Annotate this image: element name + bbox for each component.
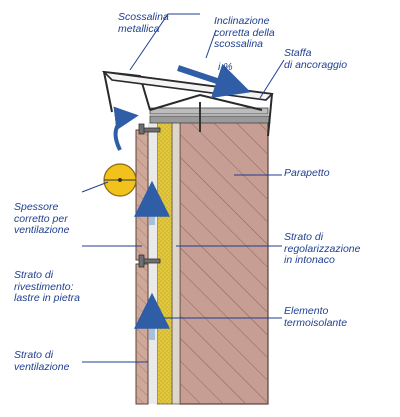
flashing-body — [101, 70, 274, 101]
plaster-layer — [171, 121, 181, 405]
anchor-bracket-plate — [149, 107, 269, 115]
anchor-middle — [138, 254, 161, 268]
label-regolarizzazione: Strato di regolarizzazione in intonaco — [284, 231, 361, 266]
parapet-top — [149, 115, 271, 124]
anchor-upper — [138, 123, 161, 135]
label-ventilazione: Strato di ventilazione — [14, 349, 70, 373]
gap-marker — [103, 163, 137, 197]
label-staffa: Staffa di ancoraggio — [284, 47, 348, 71]
label-inclinazione: Inclinazione corretta della scossalina — [214, 15, 275, 50]
label-spessore: Spessore corretto per ventilazione — [14, 201, 70, 236]
leader-lines — [81, 13, 285, 363]
label-scossalina: Scossalina metallica — [118, 11, 169, 35]
stone-slab-upper-hatch — [136, 130, 148, 260]
label-termoisolante: Elemento termoisolante — [284, 305, 348, 329]
label-parapetto: Parapetto — [284, 167, 330, 179]
slope-arrow — [177, 63, 251, 98]
parapet-hatch — [180, 122, 268, 404]
stone-slab-lower-hatch — [136, 264, 148, 404]
label-pendenza: i % — [218, 61, 233, 73]
airflow-arrow-top — [113, 106, 139, 151]
label-rivestimento: Strato di rivestimento: lastre in pietra — [14, 269, 80, 304]
